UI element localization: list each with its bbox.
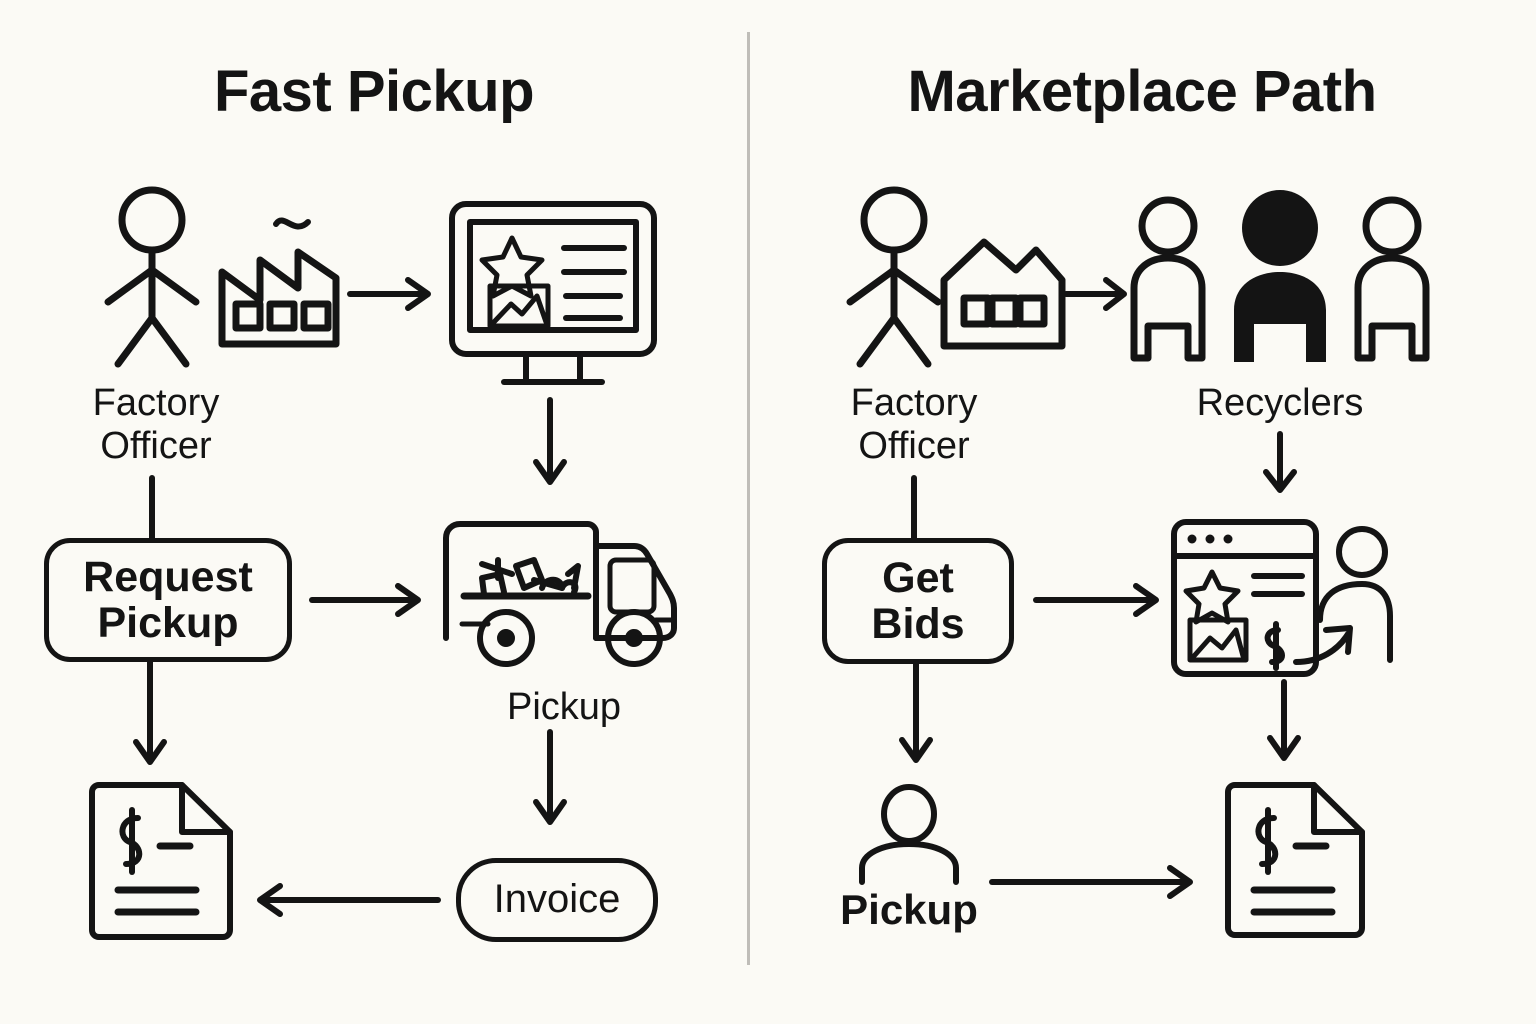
arrow-factory-to-listing — [347, 276, 440, 312]
three-people-icon — [1126, 190, 1434, 364]
arrow-invoice-to-document — [250, 882, 441, 918]
right-actor-label: Factory Officer — [850, 382, 978, 467]
get-bids-button[interactable]: Get Bids — [822, 538, 1014, 664]
arrow-request-to-document — [132, 659, 168, 778]
invoice-document-icon — [84, 780, 240, 942]
panel-divider — [747, 32, 750, 965]
left-actor-label: Factory Officer — [92, 382, 220, 467]
desktop-monitor-listing-icon — [448, 200, 658, 390]
connector-actor-to-getbids — [908, 475, 920, 543]
invoice-pill-button[interactable]: Invoice — [456, 858, 658, 942]
right-pickup-label: Pickup — [840, 886, 978, 933]
factory-icon — [216, 212, 346, 352]
scrap-truck-icon — [438, 516, 690, 672]
arrow-factory-to-recyclers — [1063, 276, 1136, 312]
arrow-pickup-to-document — [989, 864, 1202, 900]
arrow-recyclers-to-marketplace — [1262, 431, 1298, 502]
arrow-getbids-to-pickup — [898, 661, 934, 776]
house-factory-icon — [938, 236, 1068, 354]
left-truck-label: Pickup — [506, 686, 622, 728]
arrow-truck-to-invoice — [532, 729, 568, 834]
arrow-listing-to-truck — [532, 397, 568, 494]
arrow-marketplace-to-document — [1266, 679, 1302, 772]
user-avatar-icon — [848, 784, 970, 885]
invoice-document-icon-right — [1222, 780, 1368, 940]
request-pickup-button[interactable]: Request Pickup — [44, 538, 292, 662]
stick-figure-icon — [96, 186, 216, 368]
panel-title-fast-pickup: Fast Pickup — [213, 59, 535, 124]
arrow-getbids-to-marketplace — [1033, 582, 1168, 618]
connector-actor-to-request — [146, 475, 158, 543]
arrow-request-to-truck — [309, 582, 430, 618]
recyclers-label: Recyclers — [1196, 382, 1364, 424]
stick-figure-icon-right — [838, 186, 958, 368]
browser-listing-bid-icon — [1168, 516, 1412, 682]
panel-title-marketplace-path: Marketplace Path — [907, 59, 1377, 124]
